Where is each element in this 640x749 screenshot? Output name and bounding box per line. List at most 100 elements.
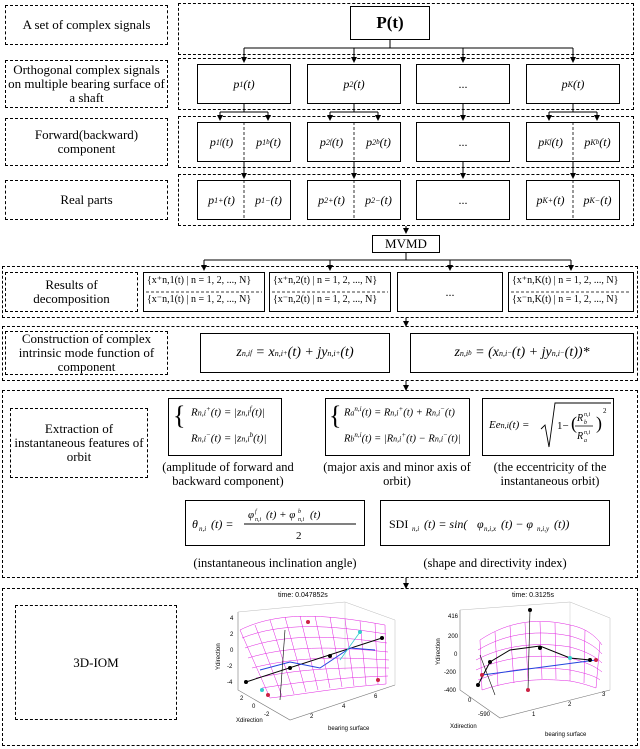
row4-label: Real parts — [5, 180, 168, 220]
plot2-ytick: 200 — [448, 634, 459, 640]
eccentricity-eq-box: Een,i(t) = 1− ( ) R n,i b R n,i a 2 — [482, 398, 614, 456]
caption-inclination: (instantaneous inclination angle) — [193, 556, 357, 570]
row2-frame — [178, 58, 634, 110]
svg-text:(t) =: (t) = — [211, 517, 233, 531]
plot2-ztick: 3 — [602, 692, 606, 698]
plot1-ytick: 4 — [230, 616, 234, 622]
svg-text:1−: 1− — [557, 420, 569, 432]
plot2-ztick: 2 — [568, 702, 572, 708]
row8-frame — [2, 588, 638, 746]
decomp-2-box: {x⁺n,2(t) | n = 1, 2, ..., N} {x⁻n,2(t) … — [269, 272, 391, 312]
plot2-ylabel: Ydirection — [436, 638, 442, 665]
row5-label: Results of decomposition — [5, 272, 138, 312]
svg-text:φ: φ — [477, 517, 484, 531]
svg-text:a: a — [584, 438, 587, 444]
svg-text:SDI: SDI — [389, 517, 408, 531]
plot2-time: time: 0.3125s — [512, 592, 555, 599]
plot1-ytick: 2 — [230, 632, 234, 638]
decomp-1-box: {x⁺n,1(t) | n = 1, 2, ..., N} {x⁻n,1(t) … — [143, 272, 265, 312]
svg-text:n,i: n,i — [412, 525, 419, 533]
sdi-eq-box: SDI n,i (t) = sin( φ n,i,x (t) − φ n,i,y… — [380, 500, 610, 546]
svg-text:f: f — [255, 508, 258, 515]
amplitude-eq-box: { Rn,i+(t) = |zn,if(t)| Rn,i−(t) = |zn,i… — [168, 398, 282, 456]
orbit-plot-1: time: 0.047852s — [190, 590, 405, 745]
plot2-ytick: -400 — [444, 688, 457, 694]
orbit-plot-2: time: 0.3125s 416 200 0 -200 — [420, 590, 635, 745]
caption-sdi: (shape and directivity index) — [423, 556, 567, 570]
svg-text:(t) = sin(: (t) = sin( — [424, 517, 468, 531]
decomp-K-box: {x⁺n,K(t) | n = 1, 2, ..., N} {x⁻n,K(t) … — [508, 272, 634, 312]
row3-label: Forward(backward) component — [5, 118, 168, 166]
p-ellipsis-box: ... — [416, 64, 510, 104]
pm-ellipsis-box: ... — [416, 180, 510, 220]
svg-text:n,i: n,i — [255, 517, 262, 523]
fb-ellipsis-box: ... — [416, 122, 510, 162]
caption-eccentricity: (the eccentricity of the instantaneous o… — [493, 460, 607, 488]
svg-text:(t) + φ: (t) + φ — [266, 509, 295, 521]
svg-text:θ: θ — [192, 517, 198, 531]
row7-label: Extraction of instantaneous features of … — [10, 408, 148, 478]
svg-text:n,i,x: n,i,x — [484, 525, 497, 533]
plot1-ztick: 2 — [310, 714, 314, 720]
svg-text:(t): (t) — [310, 509, 321, 521]
mvmd-box: MVMD — [372, 235, 440, 253]
plot1-time: time: 0.047852s — [278, 592, 328, 599]
row5-frame — [2, 266, 638, 318]
plot2-xtick: -590 — [478, 712, 491, 718]
plot1-ytick: 0 — [230, 648, 234, 654]
plot2-ztick: 1 — [532, 712, 536, 718]
svg-text:(: ( — [571, 413, 577, 434]
svg-text:n,i: n,i — [199, 525, 206, 533]
svg-text:(t)): (t)) — [554, 517, 569, 531]
caption-axes: (major axis and minor axis of orbit) — [323, 460, 471, 488]
svg-text:R: R — [576, 431, 583, 442]
plot2-xtick: 0 — [468, 698, 472, 704]
signal-box-P: P(t) — [350, 6, 430, 40]
plot1-ytick: -4 — [227, 680, 233, 686]
svg-text:2: 2 — [296, 530, 302, 542]
plot2-ytick: -200 — [444, 670, 457, 676]
svg-text:b: b — [298, 509, 301, 515]
svg-text:φ: φ — [248, 509, 254, 521]
plot1-xtick: 2 — [240, 696, 244, 702]
plot1-xtick: -2 — [264, 712, 270, 718]
plot1-zlabel: bearing surface — [328, 726, 370, 732]
svg-text:n,i,y: n,i,y — [537, 525, 550, 533]
svg-text:R: R — [576, 413, 583, 424]
svg-text:n,i: n,i — [584, 412, 591, 418]
row3-frame — [178, 116, 634, 168]
decomp-ellipsis-box: ... — [397, 272, 503, 312]
axis-eq-box: { Ran,i(t) = Rn,i+(t) + Rn,i−(t) Rbn,i(t… — [325, 398, 470, 456]
plot2-zlabel: bearing surface — [545, 732, 587, 738]
row4-frame — [178, 174, 634, 226]
svg-text:): ) — [596, 413, 602, 434]
plot2-ytick: 416 — [448, 614, 459, 620]
row1-label: A set of complex signals — [5, 5, 168, 45]
svg-text:(t) − φ: (t) − φ — [501, 517, 533, 531]
inclination-eq-box: θ n,i (t) = φ f n,i (t) + φ b n,i (t) 2 — [185, 500, 365, 546]
row8-label: 3D-IOM — [15, 605, 177, 720]
svg-text:n,i: n,i — [584, 430, 591, 436]
svg-text:2: 2 — [603, 407, 607, 415]
caption-amplitude: (amplitude of forward and backward compo… — [162, 460, 294, 488]
plot2-ytick: 0 — [454, 652, 458, 658]
row2-label: Orthogonal complex signals on multiple b… — [5, 60, 168, 108]
plot1-xlabel: Xdirection — [236, 718, 263, 724]
plot1-ztick: 6 — [374, 694, 378, 700]
svg-text:b: b — [584, 420, 587, 426]
plot1-ztick: 4 — [342, 704, 346, 710]
plot1-ylabel: Ydirection — [216, 643, 222, 670]
svg-text:n,i: n,i — [298, 517, 305, 523]
row6-frame — [2, 326, 638, 381]
plot1-xtick: 0 — [252, 704, 256, 710]
